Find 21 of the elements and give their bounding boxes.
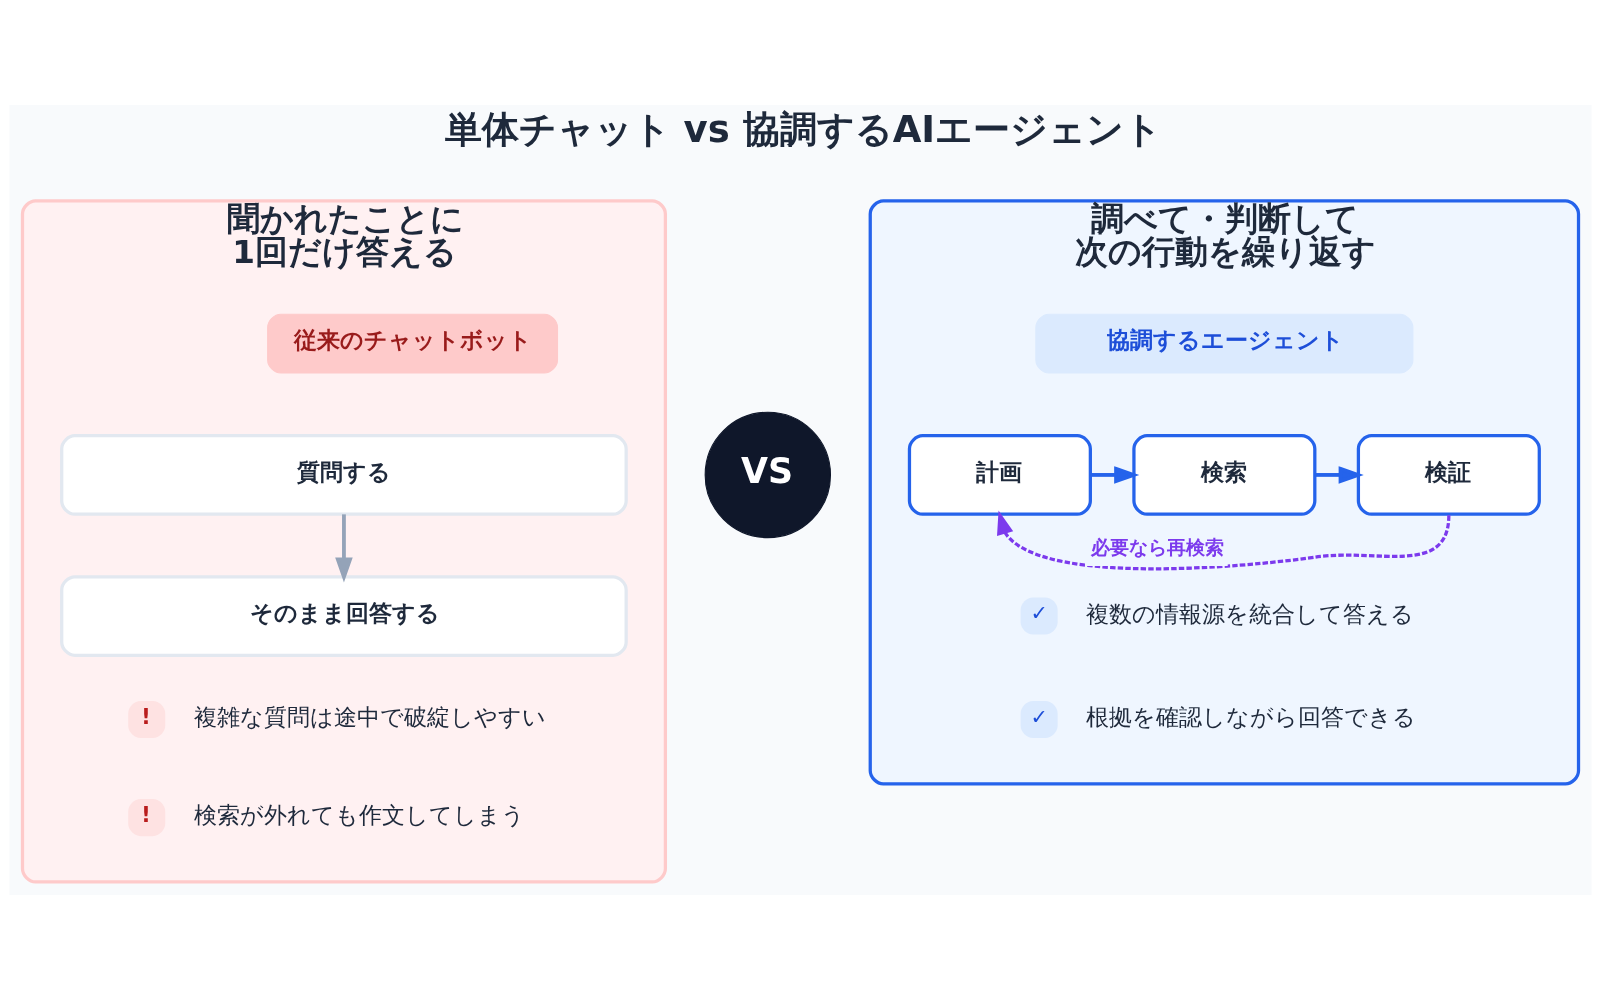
diagram-title: 単体チャット vs 協調するAIエージェント (444, 108, 1162, 152)
label: 複雑な質問は途中で破綻しやすい (193, 704, 546, 731)
label: ! (140, 704, 151, 729)
node-box: 計画 (907, 434, 1092, 516)
arrow (334, 514, 353, 583)
label: 根拠を確認しながら回答できる (1085, 704, 1416, 731)
label: 検索が外れても作文してしまう (193, 802, 525, 829)
arrow (1314, 466, 1364, 484)
node-box: 検索 (1131, 434, 1316, 516)
node-box: 従来のチャットボット (266, 313, 558, 374)
node-box: 検証 (1356, 434, 1541, 516)
node-box: そのまま回答する (59, 575, 628, 657)
label: ! (140, 802, 151, 827)
edge-label: 必要なら再検索 (1090, 537, 1224, 559)
node-circle: VS (704, 411, 831, 539)
label: ✓ (1029, 704, 1048, 729)
label: ✓ (1029, 601, 1048, 626)
arrow (1090, 466, 1139, 484)
arrow (996, 510, 1450, 571)
node-box: 質問する (59, 434, 628, 516)
label: 複数の情報源を統合して答える (1085, 600, 1414, 627)
